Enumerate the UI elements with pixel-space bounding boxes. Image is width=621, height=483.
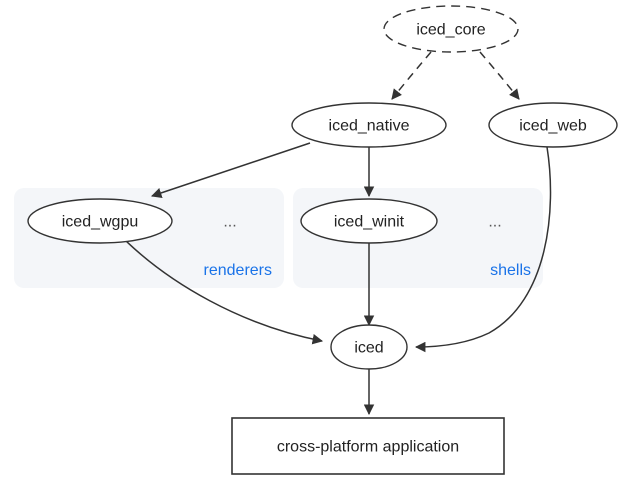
node-iced_winit-shape[interactable] (300, 198, 438, 244)
node-iced_web-label: iced_web (519, 118, 587, 135)
edge-iced_core-to-iced_native (391, 51, 432, 100)
node-iced_native[interactable]: iced_native (291, 102, 447, 148)
node-iced_wgpu[interactable]: iced_wgpu (27, 198, 173, 244)
cluster-renderers-label: renderers (204, 262, 272, 279)
node-iced_wgpu-label: iced_wgpu (62, 214, 139, 231)
node-iced_native-shape[interactable] (291, 102, 447, 148)
node-iced-shape[interactable] (330, 324, 408, 370)
edge-iced_native-to-iced_wgpu (151, 142, 311, 198)
edge-iced_web-to-iced (414, 146, 552, 353)
node-iced_winit[interactable]: iced_winit (300, 198, 438, 244)
node-iced_native-label: iced_native (329, 118, 410, 135)
node-iced_web[interactable]: iced_web (488, 102, 618, 148)
shells-more-ellipsis: ... (488, 214, 501, 231)
node-iced[interactable]: iced (330, 324, 408, 370)
edge-iced_wgpu-to-iced (125, 240, 324, 345)
node-iced_core[interactable]: iced_core (383, 5, 519, 53)
node-iced_core-shape[interactable] (383, 5, 519, 53)
node-iced_winit-label: iced_winit (334, 214, 405, 231)
renderers-more-ellipsis: ... (223, 214, 236, 231)
node-app-label: cross-platform application (277, 439, 459, 456)
node-app-shape[interactable] (231, 417, 505, 475)
node-iced_core-label: iced_core (416, 22, 485, 39)
node-cross-platform-application[interactable]: cross-platform application (231, 417, 505, 475)
cluster-shells-label: shells (490, 262, 531, 279)
node-iced-label: iced (354, 340, 383, 357)
node-iced_wgpu-shape[interactable] (27, 198, 173, 244)
edge-iced_core-to-iced_web (479, 51, 520, 100)
edge-layer (125, 51, 552, 416)
node-iced_web-shape[interactable] (488, 102, 618, 148)
